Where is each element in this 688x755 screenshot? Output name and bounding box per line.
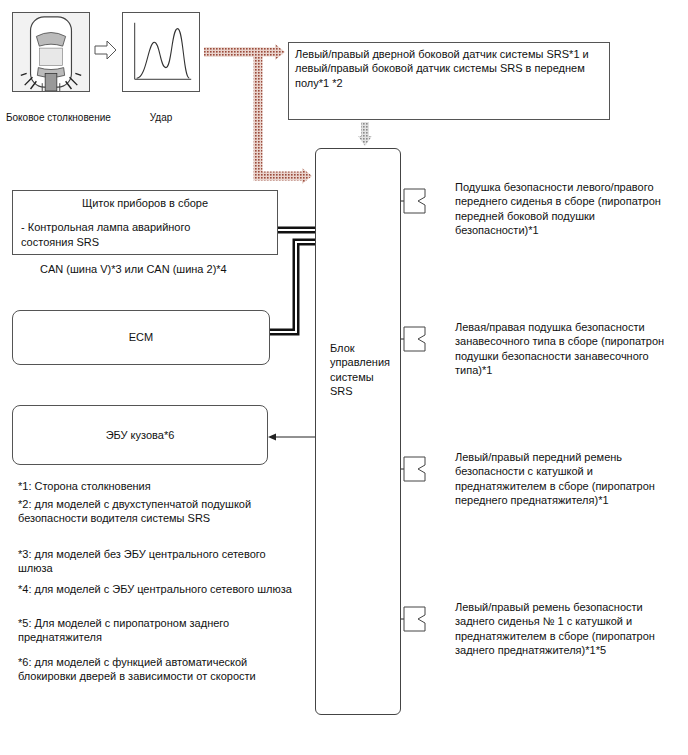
box-heading: Щиток приборов в сборе: [21, 196, 269, 210]
impact-graph: [123, 13, 199, 91]
connector: [358, 122, 372, 146]
plug-node: Левый/правый передний ремень безопасност…: [403, 450, 681, 507]
illustration-caption: Боковое столкновение: [6, 111, 111, 124]
box-text: Левый/правый дверной боковой датчик сист…: [295, 47, 603, 90]
box-text: ЭБУ кузова*6: [106, 428, 175, 442]
unit-text: Блок управления системы SRS: [330, 341, 396, 398]
component-text: Левая/правая подушка безопасности занаве…: [455, 320, 681, 377]
footnote: *5: Для моделей с пиропатроном заднего п…: [18, 616, 298, 645]
plug-node: Левая/правая подушка безопасности занаве…: [403, 320, 681, 377]
footnote: *3: для моделей без ЭБУ центрального сет…: [18, 547, 298, 576]
graph-node: Удар: [122, 12, 200, 92]
connector: [95, 41, 116, 59]
connector: [270, 242, 315, 332]
component-text: Подушка безопасности левого/правого пере…: [455, 180, 681, 237]
squib-connector-symbol: [403, 606, 427, 632]
component-text: Левый/правый передний ремень безопасност…: [455, 450, 681, 507]
plug-node: Подушка безопасности левого/правого пере…: [403, 180, 681, 237]
squib-connector-symbol: [403, 326, 427, 352]
panel-node: Щиток приборов в сборе - Контрольная ламп…: [12, 190, 278, 255]
box-text: - Контрольная лампа аварийного состояния…: [21, 220, 221, 249]
footnote: *6: для моделей с функцией автоматическо…: [18, 655, 298, 684]
component-text: Левый/правый ремень безопасности заднего…: [455, 600, 681, 657]
round-node: ECM: [12, 310, 270, 365]
box-text: ECM: [129, 330, 153, 344]
box-node: Левый/правый дверной боковой датчик сист…: [288, 42, 610, 120]
plug-node: Левый/правый ремень безопасности заднего…: [403, 600, 681, 657]
connector: [268, 434, 315, 441]
connector: [278, 230, 315, 231]
illustration-caption: Удар: [123, 111, 199, 124]
squib-connector-symbol: [403, 456, 427, 482]
car-node: Боковое столкновение: [12, 12, 90, 92]
footnote: *2: для моделей с двухступенчатой подушк…: [18, 497, 298, 526]
srs-node: Блок управления системы SRS: [315, 148, 401, 715]
car-illustration: [13, 13, 89, 91]
bus-label: CAN (шина V)*3 или CAN (шина 2)*4: [40, 262, 290, 276]
footnote: *1: Сторона столкновения: [18, 479, 298, 493]
round-node: ЭБУ кузова*6: [12, 405, 268, 465]
squib-connector-symbol: [403, 188, 427, 214]
footnote: *4: для моделей с ЭБУ центрального сетев…: [18, 582, 298, 596]
